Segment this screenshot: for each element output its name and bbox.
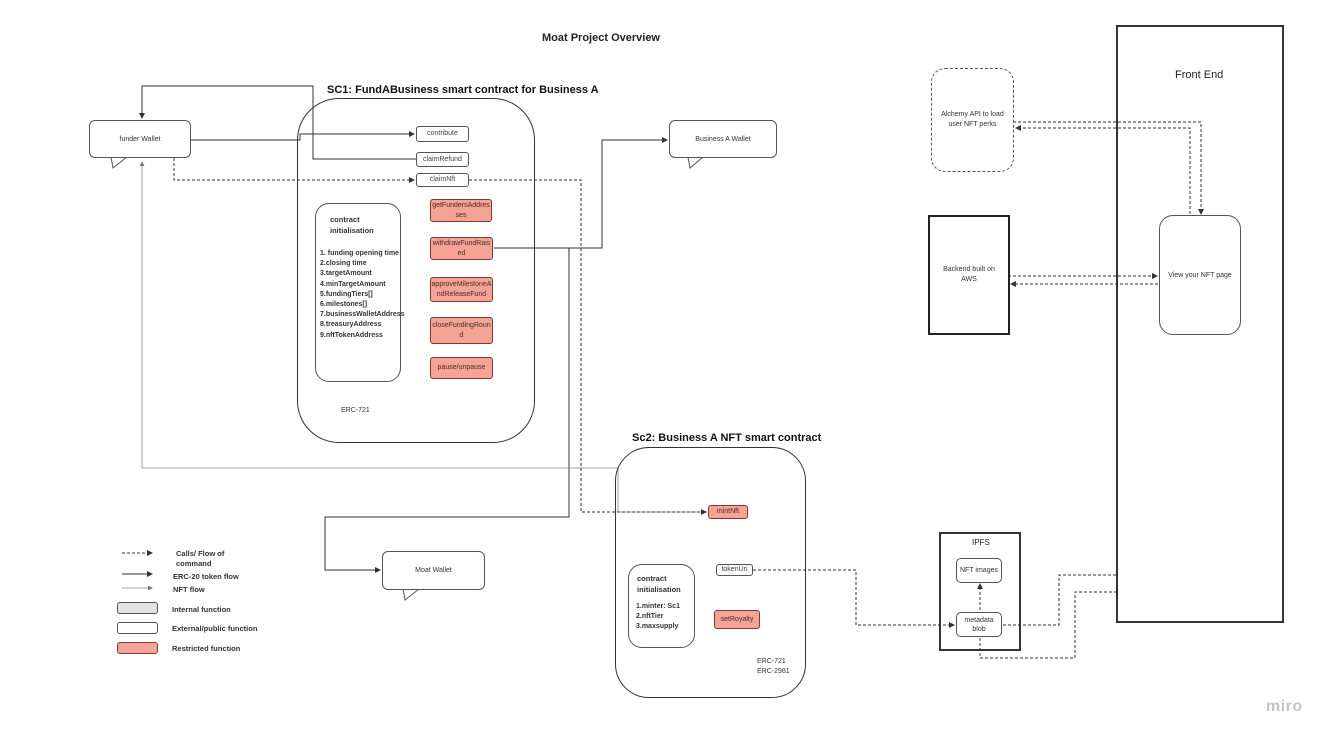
fn-claim-refund[interactable]: claimRefund [416, 152, 469, 167]
fn-pause-unpause[interactable]: pause/unpause [430, 357, 493, 379]
miro-watermark: miro [1266, 698, 1303, 715]
init-item: 2.closing time [320, 260, 367, 268]
sc2-init-card: contract initialisation 1.minter: Sc1 2.… [628, 564, 695, 648]
init-item: 3.targetAmount [320, 270, 372, 278]
business-a-wallet: Business A Wallet [669, 120, 777, 158]
legend-erc20: ERC-20 token flow [173, 572, 239, 581]
moat-wallet: Moat Wallet [382, 551, 485, 590]
fn-mint-nft[interactable]: mintNft [708, 505, 748, 519]
legend-restricted: Restricted function [172, 644, 241, 653]
fn-contribute[interactable]: contribute [416, 126, 469, 142]
alchemy-api: Alchemy API to load user NFT perks [931, 68, 1014, 172]
sc2-standard: ERC-721 [757, 658, 786, 665]
init-item: 3.maxsupply [636, 623, 679, 631]
fn-set-royalty[interactable]: setRoyalty [714, 610, 760, 629]
legend-lines [122, 550, 153, 591]
sc2-standards: ERC-721 ERC-2981 [757, 657, 790, 677]
init-item: 6.milestones[] [320, 301, 368, 309]
metadata-blob: metadata blob [956, 612, 1002, 637]
view-nft-page[interactable]: View your NFT page [1159, 215, 1241, 335]
legend-external: External/public function [172, 624, 258, 633]
ipfs-title: IPFS [972, 538, 990, 547]
legend-internal-swatch [117, 602, 158, 614]
init-item: 4.minTargetAmount [320, 280, 386, 288]
sc1-init-list: 1. funding opening time 2.closing time 3… [320, 249, 405, 341]
legend-restricted-swatch [117, 642, 158, 654]
fn-get-funders-addresses[interactable]: getFundersAddresses [430, 199, 492, 222]
sc2-title: Sc2: Business A NFT smart contract [632, 432, 822, 444]
sc1-title: SC1: FundABusiness smart contract for Bu… [327, 84, 599, 96]
frontend-panel [1116, 25, 1284, 623]
init-item: 7.businessWalletAddress [320, 311, 405, 319]
init-item: 9.nftTokenAddress [320, 331, 383, 339]
sc2-container [615, 447, 806, 698]
page-title: Moat Project Overview [542, 32, 660, 44]
sc1-init-card: contract initialisation 1. funding openi… [315, 203, 405, 382]
sc2-init-list: 1.minter: Sc1 2.nftTier 3.maxsupply [636, 602, 694, 633]
ipfs-panel [939, 532, 1021, 651]
init-item: 8.treasuryAddress [320, 321, 382, 329]
legend-external-swatch [117, 622, 158, 634]
fn-approve-milestone[interactable]: approveMilestoneAndReleaseFund [430, 277, 493, 302]
sc2-init-title: contract initialisation [637, 574, 681, 594]
init-item: 5.fundingTiers[] [320, 290, 373, 298]
backend-aws: Backend built on AWS [928, 215, 1010, 335]
funder-wallet: funder Wallet [89, 120, 191, 158]
sc1-init-title: contract initialisation [330, 215, 374, 235]
sc1-container [297, 98, 535, 443]
init-item: 1. funding opening time [320, 250, 399, 257]
init-item: 1.minter: Sc1 [636, 603, 680, 610]
fn-close-funding-round[interactable]: closeFundingRound [430, 317, 493, 344]
fn-withdraw-fund-raised[interactable]: withdrawFundRaised [430, 237, 493, 260]
fn-claim-nft[interactable]: claimNft [416, 173, 469, 187]
legend-calls: Calls/ Flow of command [176, 549, 225, 568]
legend-internal: Internal function [172, 605, 231, 614]
legend-nft: NFT flow [173, 585, 205, 594]
sc1-standard: ERC-721 [341, 407, 370, 414]
nft-images: NFT images [956, 558, 1002, 583]
frontend-title: Front End [1175, 69, 1224, 81]
init-item: 2.nftTier [636, 613, 664, 621]
sc2-standard: ERC-2981 [757, 668, 790, 675]
fn-token-uri[interactable]: tokenUri [716, 564, 753, 576]
